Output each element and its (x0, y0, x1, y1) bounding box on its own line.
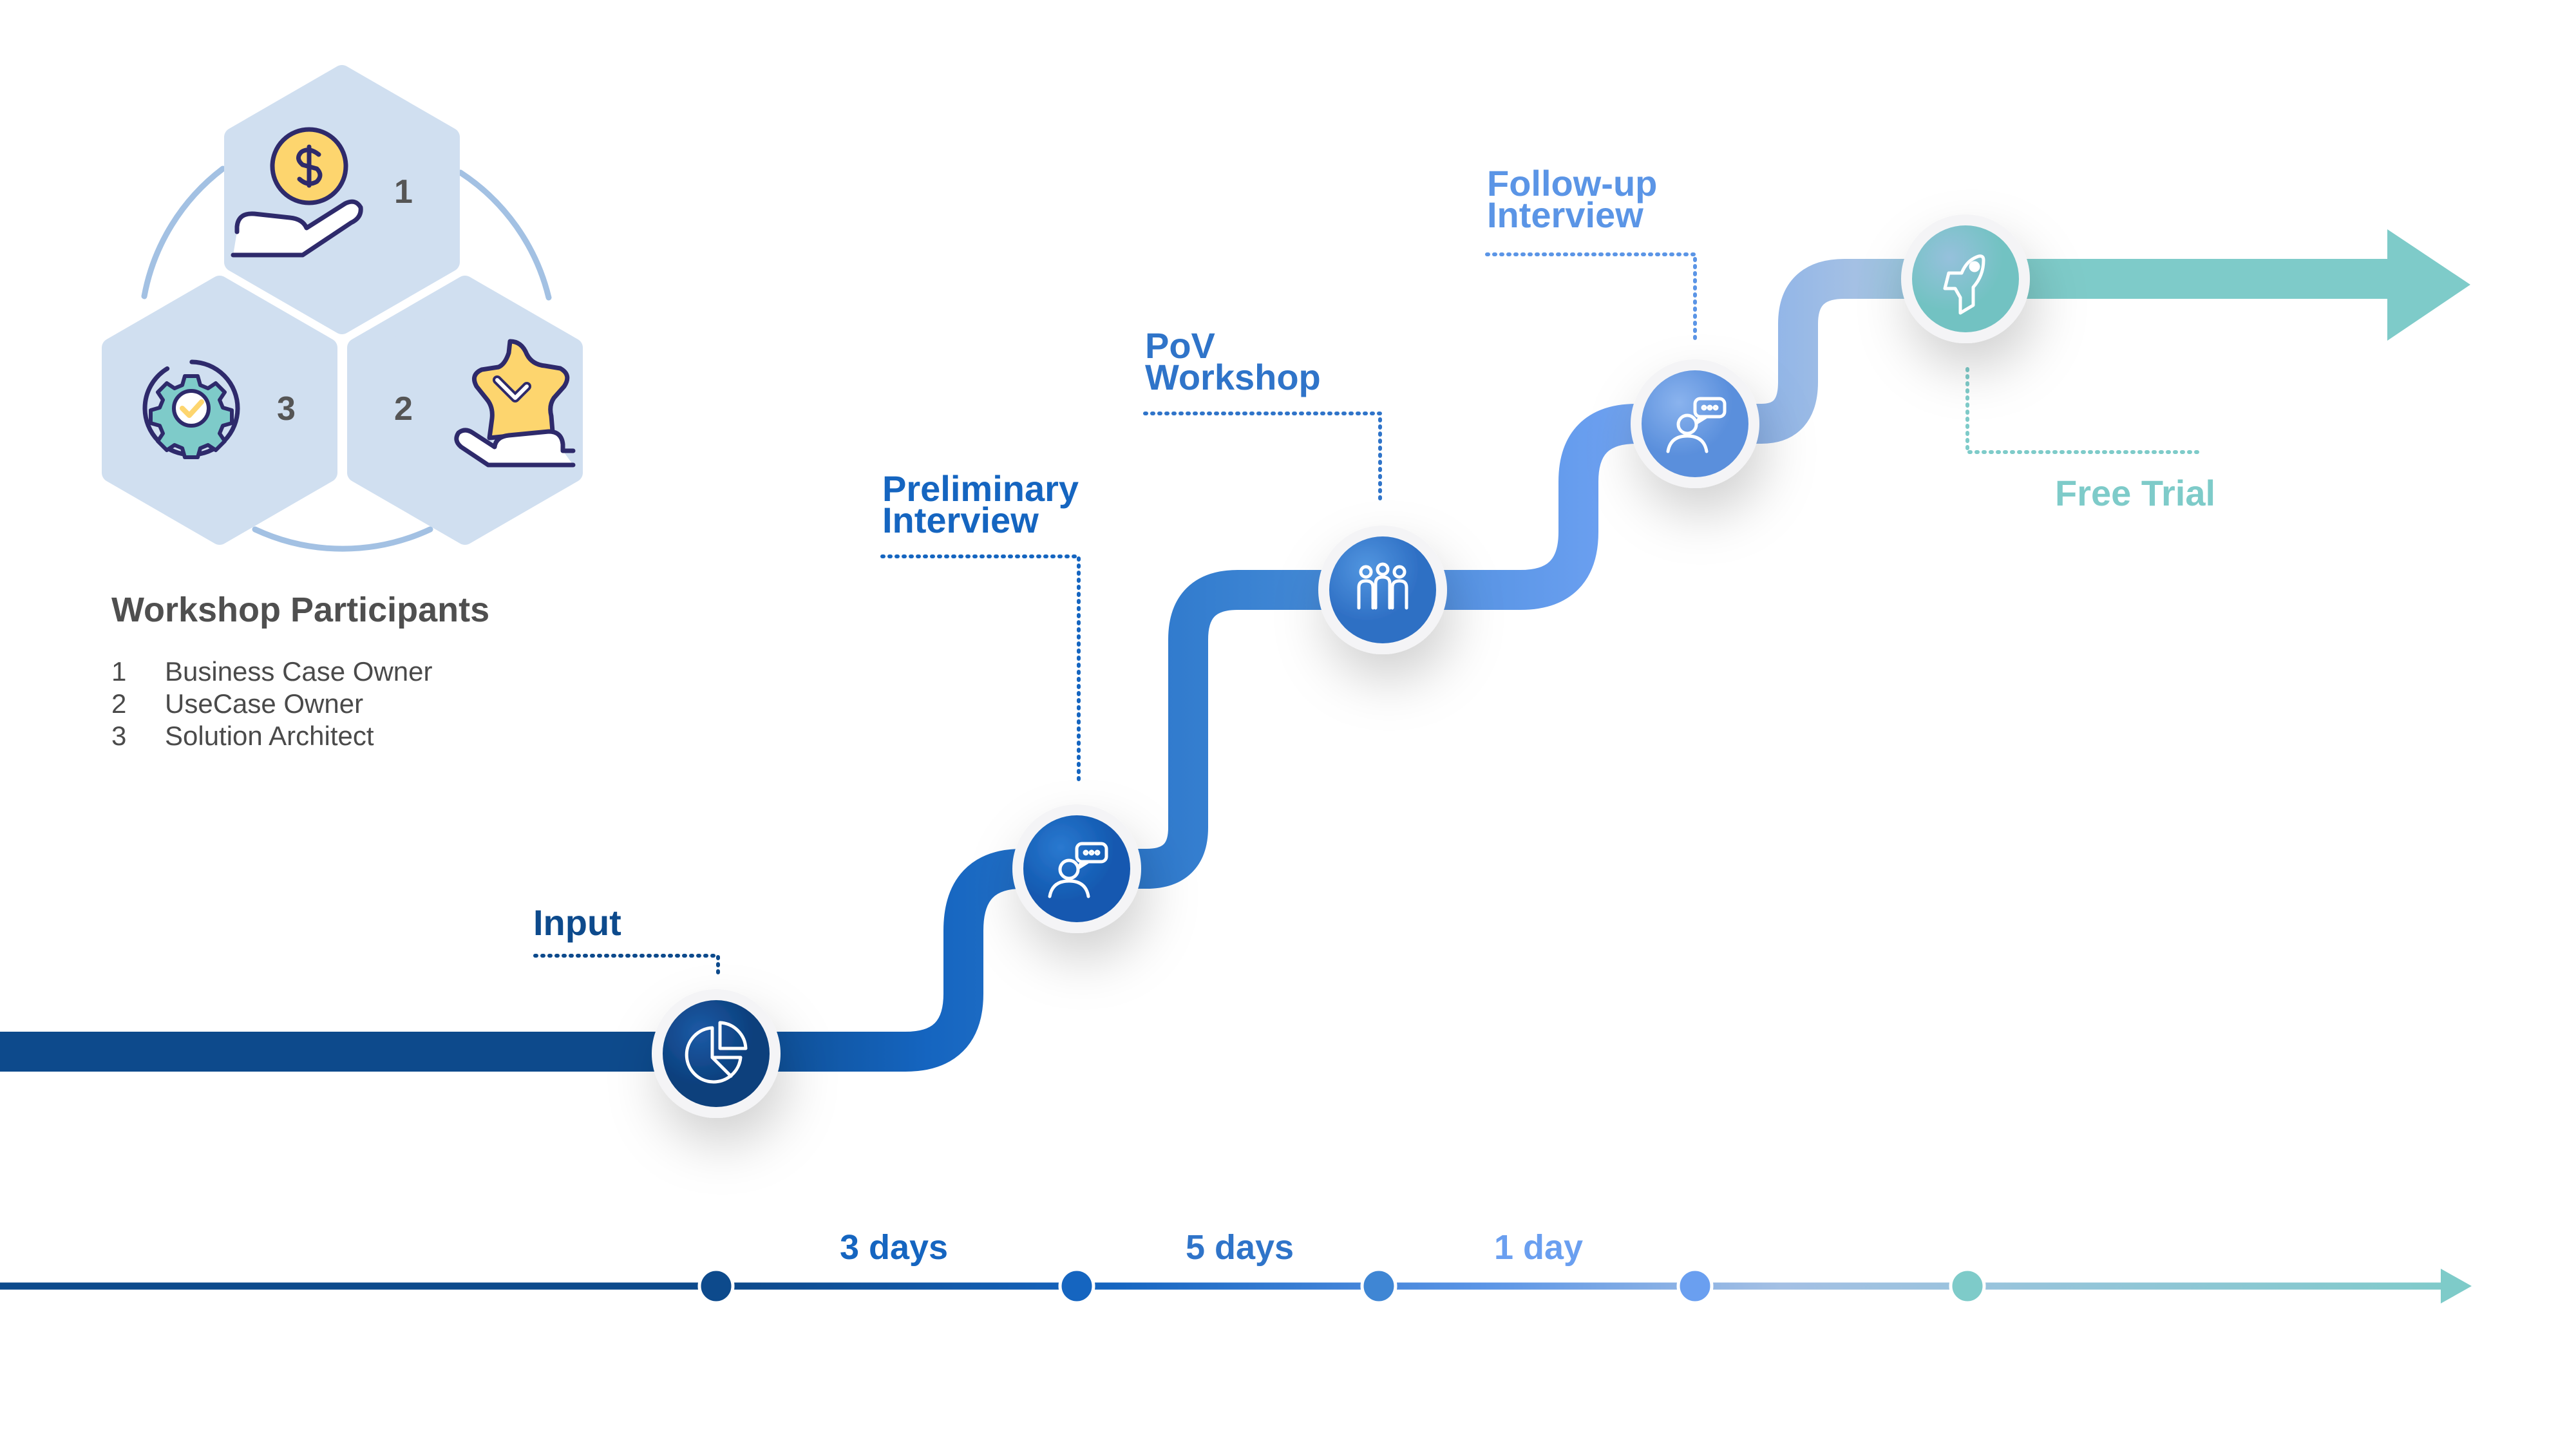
participant-number-2: 2 (394, 390, 413, 428)
participants-graphic: 1 2 3 (102, 65, 583, 552)
interview-icon (1666, 397, 1727, 453)
list-item-label: Business Case Owner (165, 656, 433, 687)
stage-label-followup-2: Interview (1487, 194, 1643, 235)
milestone-dot (1058, 1267, 1095, 1305)
list-item-label: Solution Architect (165, 721, 374, 751)
list-item-number: 3 (111, 721, 126, 751)
stage-label-followup: Follow-up (1487, 163, 1657, 204)
rocket-icon (1943, 254, 1985, 315)
cycle-arcs (141, 166, 552, 552)
interview-icon (1048, 842, 1108, 898)
stage-label-pov-2: Workshop (1145, 357, 1321, 397)
node-input[interactable] (652, 989, 781, 1118)
milestone-dot (1949, 1267, 1986, 1305)
timeline-milestones (697, 1267, 1986, 1305)
list-item-number: 2 (111, 688, 126, 719)
timeline-arrowhead (2441, 1269, 2472, 1303)
milestone-dot (697, 1267, 735, 1305)
star-hand-icon (454, 339, 576, 468)
milestone-dot (1360, 1267, 1397, 1305)
gear-cycle-icon (142, 359, 240, 459)
participants-title: Workshop Participants (111, 591, 489, 629)
participant-number-3: 3 (277, 390, 296, 428)
milestone-dot (1676, 1267, 1714, 1305)
stage-label-preliminary-2: Interview (882, 500, 1039, 540)
stage-label-pov: PoV (1145, 325, 1215, 366)
team-icon (1357, 562, 1408, 610)
duration-label: 3 days (840, 1228, 948, 1267)
coin-hand-icon (231, 127, 363, 258)
stage-label-input: Input (533, 902, 621, 943)
list-item-label: UseCase Owner (165, 688, 363, 719)
pie-chart-icon (685, 1021, 748, 1084)
node-pov-workshop[interactable] (1318, 526, 1447, 654)
participant-number-1: 1 (394, 173, 413, 211)
dotted-connectors (533, 252, 2200, 974)
list-item-number: 1 (111, 656, 126, 687)
duration-label: 1 day (1494, 1228, 1583, 1267)
stage-label-free-trial: Free Trial (2055, 473, 2215, 513)
participants-list: 1 Business Case Owner 2 UseCase Owner 3 … (111, 656, 433, 751)
duration-label: 5 days (1186, 1228, 1294, 1267)
path-arrowhead (2387, 229, 2470, 341)
hexagon-1 (224, 65, 460, 334)
stage-label-preliminary: Preliminary (882, 468, 1079, 509)
node-free-trial[interactable] (1901, 214, 2030, 343)
